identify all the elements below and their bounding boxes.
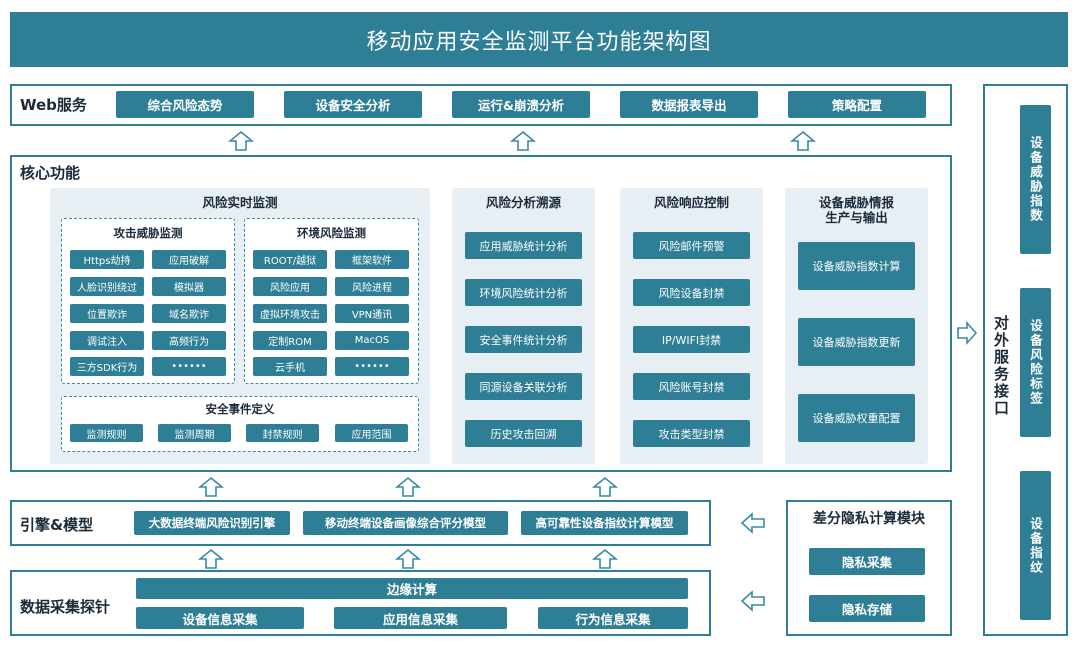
- event-item: 封禁规则: [246, 424, 319, 442]
- external-item: 设备指纹: [1020, 471, 1051, 620]
- realtime-monitor-title: 风险实时监测: [202, 195, 278, 210]
- response-item: 攻击类型封禁: [633, 420, 750, 447]
- monitor-item: 风险进程: [335, 277, 409, 296]
- monitor-item: VPN通讯: [335, 304, 409, 323]
- web-item-run-crash: 运行&崩溃分析: [452, 91, 590, 118]
- monitor-item: 云手机: [253, 357, 327, 376]
- analysis-item: 同源设备关联分析: [465, 373, 582, 400]
- response-item: 风险账号封禁: [633, 373, 750, 400]
- response-item: 风险邮件预警: [633, 232, 750, 259]
- monitor-item: 高频行为: [152, 331, 226, 350]
- attack-threat-group: [61, 218, 235, 384]
- monitor-item: 三方SDK行为: [70, 357, 144, 376]
- threat-intel-title-line1: 设备威胁情报: [818, 195, 894, 210]
- event-item: 监测周期: [158, 424, 231, 442]
- monitor-item: 调试注入: [70, 331, 144, 350]
- collect-item: 行为信息采集: [538, 607, 688, 629]
- privacy-module-title: 差分隐私计算模块: [813, 511, 925, 527]
- arrow-right-icon: [957, 321, 978, 345]
- privacy-item: 隐私存储: [809, 595, 925, 622]
- core-function-label: 核心功能: [20, 164, 81, 182]
- privacy-item: 隐私采集: [809, 548, 925, 575]
- monitor-item: 人脸识别绕过: [70, 277, 144, 296]
- intel-item: 设备威胁权重配置: [798, 394, 915, 442]
- external-item: 设备威胁指数: [1020, 105, 1051, 254]
- engine-item: 高可靠性设备指纹计算模型: [521, 511, 688, 535]
- arrow-up-icon: [395, 548, 421, 569]
- diagram-title: 移动应用安全监测平台功能架构图: [10, 12, 1068, 67]
- arrow-left-icon: [740, 512, 765, 534]
- engine-item: 大数据终端风险识别引擎: [134, 511, 290, 535]
- arrow-up-icon: [790, 130, 816, 151]
- monitor-item: Https劫持: [70, 250, 144, 269]
- monitor-item: ••••••: [335, 357, 409, 376]
- intel-item: 设备威胁指数计算: [798, 242, 915, 290]
- arrow-up-icon: [592, 476, 618, 497]
- web-item-device-security: 设备安全分析: [284, 91, 422, 118]
- arrow-up-icon: [510, 130, 536, 151]
- risk-response-title: 风险响应控制: [653, 195, 729, 210]
- attack-threat-title: 攻击威胁监测: [113, 226, 183, 240]
- monitor-item: ROOT/越狱: [253, 250, 327, 269]
- edge-compute: 边缘计算: [136, 578, 688, 599]
- monitor-item: 模拟器: [152, 277, 226, 296]
- threat-intel-title-line2: 生产与输出: [825, 210, 888, 225]
- event-item: 监测规则: [70, 424, 143, 442]
- arrow-up-icon: [395, 476, 421, 497]
- event-item: 应用范围: [335, 424, 408, 442]
- env-risk-group: [244, 218, 419, 384]
- arrow-up-icon: [592, 548, 618, 569]
- web-item-report-export: 数据报表导出: [620, 91, 758, 118]
- monitor-item: 应用破解: [152, 250, 226, 269]
- analysis-item: 安全事件统计分析: [465, 326, 582, 353]
- response-item: IP/WIFI封禁: [633, 326, 750, 353]
- env-risk-title: 环境风险监测: [297, 226, 366, 240]
- monitor-item: 框架软件: [335, 250, 409, 269]
- monitor-item: 风险应用: [253, 277, 327, 296]
- engine-item: 移动终端设备画像综合评分模型: [303, 511, 508, 535]
- response-item: 风险设备封禁: [633, 279, 750, 306]
- web-item-policy-config: 策略配置: [788, 91, 926, 118]
- arrow-up-icon: [198, 548, 224, 569]
- monitor-item: 位置欺诈: [70, 304, 144, 323]
- monitor-item: 虚拟环境攻击: [253, 304, 327, 323]
- web-item-risk-situation: 综合风险态势: [116, 91, 254, 118]
- engine-model-label: 引擎&模型: [20, 516, 94, 534]
- risk-analysis-title: 风险分析溯源: [485, 195, 561, 210]
- analysis-item: 环境风险统计分析: [465, 279, 582, 306]
- analysis-item: 历史攻击回溯: [465, 420, 582, 447]
- security-event-title: 安全事件定义: [205, 402, 275, 416]
- monitor-item: MacOS: [335, 331, 409, 350]
- arrow-up-icon: [198, 476, 224, 497]
- collect-item: 设备信息采集: [136, 607, 304, 629]
- collect-item: 应用信息采集: [334, 607, 507, 629]
- external-interface-label: 对外服务接口: [992, 315, 1010, 417]
- data-collect-label: 数据采集探针: [20, 598, 111, 616]
- monitor-item: 域名欺诈: [152, 304, 226, 323]
- external-item: 设备风险标签: [1020, 288, 1051, 437]
- monitor-item: ••••••: [152, 357, 226, 376]
- analysis-item: 应用威胁统计分析: [465, 232, 582, 259]
- web-service-label: Web服务: [20, 96, 87, 114]
- monitor-item: 定制ROM: [253, 331, 327, 350]
- arrow-left-icon: [740, 590, 765, 612]
- arrow-up-icon: [228, 130, 254, 151]
- intel-item: 设备威胁指数更新: [798, 318, 915, 366]
